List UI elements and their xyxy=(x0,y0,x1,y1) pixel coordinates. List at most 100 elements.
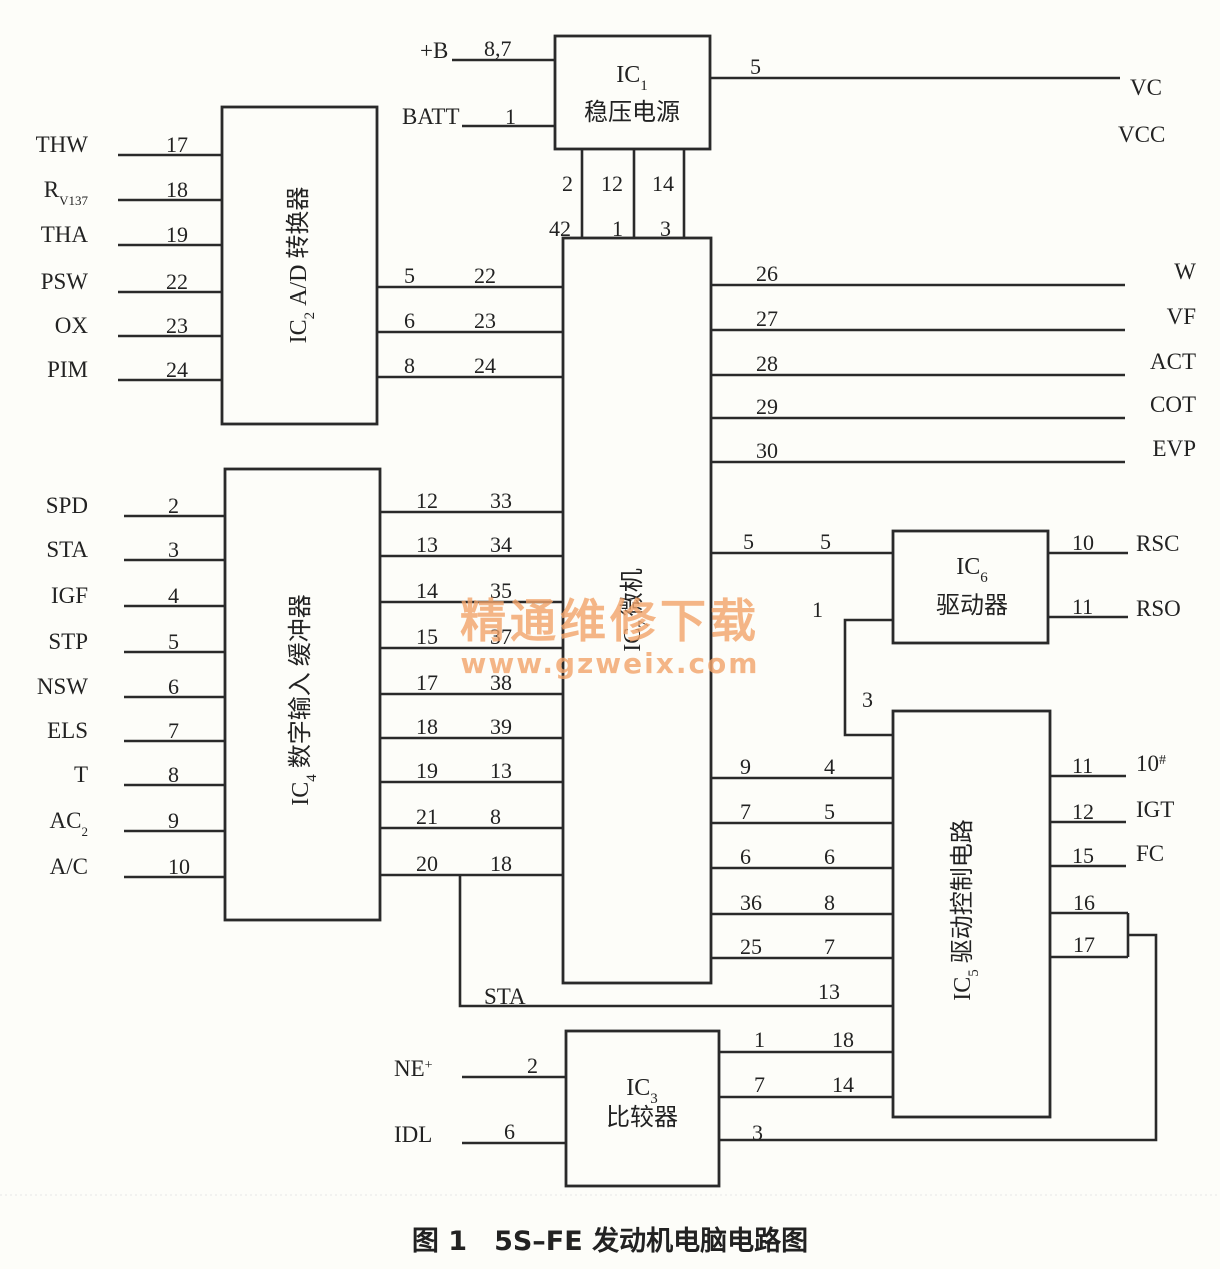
pin-label: 5 xyxy=(743,529,754,554)
signal-label: SPD xyxy=(46,493,88,518)
signal-label: +B xyxy=(420,38,448,63)
pin-label: 1 xyxy=(612,216,623,241)
pin-label: 7 xyxy=(168,718,179,743)
signal-label: 10# xyxy=(1136,751,1166,776)
signal-label: VCC xyxy=(1118,122,1165,147)
signal-label: VC xyxy=(1130,75,1162,100)
pin-label: 2 xyxy=(168,493,179,518)
signal-label: T xyxy=(74,762,88,787)
pin-label: 39 xyxy=(490,714,512,739)
pin-label: 6 xyxy=(824,844,835,869)
pin-label: 19 xyxy=(166,222,188,247)
pin-label: 15 xyxy=(1072,843,1094,868)
ic7-microcomputer: IC7微机 xyxy=(561,236,713,985)
pin-label: 6 xyxy=(404,308,415,333)
signal-label: NSW xyxy=(37,674,88,699)
signal-label: AC2 xyxy=(50,808,88,839)
pin-label: 27 xyxy=(756,306,778,331)
signal-label: ACT xyxy=(1150,349,1196,374)
pin-label: 8 xyxy=(490,804,501,829)
pin-label: 14 xyxy=(652,171,674,196)
pin-label: 8 xyxy=(168,762,179,787)
pin-label: 11 xyxy=(1072,594,1093,619)
signal-label: ELS xyxy=(47,718,88,743)
pin-label: 1 xyxy=(754,1027,765,1052)
pin-label: 19 xyxy=(416,758,438,783)
pin-label: 26 xyxy=(756,261,778,286)
signal-label: STA xyxy=(484,984,526,1009)
signal-label: RV137 xyxy=(44,177,89,208)
pin-label: 18 xyxy=(832,1027,854,1052)
ic4-label: IC4数字输入 缓冲器 xyxy=(287,594,320,806)
ic6-driver: IC6 驱动器 xyxy=(891,529,1050,645)
pin-label: 15 xyxy=(416,624,438,649)
ic2-ad-converter: IC2A/D 转换器 xyxy=(220,105,379,426)
pin-label: 5 xyxy=(750,54,761,79)
pin-label: 4 xyxy=(824,754,835,779)
pin-label: 24 xyxy=(166,357,188,382)
pin-label: 24 xyxy=(474,353,496,378)
signal-label: IGT xyxy=(1136,797,1174,822)
pin-label: 4 xyxy=(168,583,179,608)
pin-label: 13 xyxy=(818,979,840,1004)
pin-label: 22 xyxy=(166,269,188,294)
ic5-label: IC5驱动控制电路 xyxy=(949,819,982,1001)
pin-label: 5 xyxy=(824,799,835,824)
pin-label: 18 xyxy=(416,714,438,739)
signal-label: IGF xyxy=(51,583,88,608)
pin-label: 6 xyxy=(740,844,751,869)
pin-label: 10 xyxy=(1072,530,1094,555)
ic3-comparator: IC3 比较器 xyxy=(564,1029,721,1188)
figure-caption: 图 1 5S–FE 发动机电脑电路图 xyxy=(412,1225,808,1257)
signal-label: RSO xyxy=(1136,596,1181,621)
signal-label: THA xyxy=(41,222,89,247)
pin-label: 7 xyxy=(754,1072,765,1097)
pin-label: 17 xyxy=(166,132,188,157)
pin-label: 3 xyxy=(660,216,671,241)
watermark-title: 精通维修下载 xyxy=(460,594,760,648)
signal-label: COT xyxy=(1150,392,1196,417)
pin-label: 22 xyxy=(474,263,496,288)
pin-label: 23 xyxy=(166,313,188,338)
watermark-url: www.gzweix.com xyxy=(461,647,760,680)
pin-label: 9 xyxy=(740,754,751,779)
pin-label: 7 xyxy=(740,799,751,824)
pin-label: 38 xyxy=(490,670,512,695)
pin-label: 12 xyxy=(1072,799,1094,824)
pin-label: 23 xyxy=(474,308,496,333)
pin-label: 17 xyxy=(1073,932,1095,957)
pin-label: 6 xyxy=(504,1119,515,1144)
signal-label: STA xyxy=(46,537,88,562)
pin-label: 11 xyxy=(1072,753,1093,778)
pin-label: 7 xyxy=(824,934,835,959)
pin-label: 9 xyxy=(168,808,179,833)
pin-label: 35 xyxy=(490,578,512,603)
signal-label: STP xyxy=(48,629,88,654)
pin-label: 5 xyxy=(820,529,831,554)
pin-label: 21 xyxy=(416,804,438,829)
signal-label: PIM xyxy=(47,357,88,382)
ic7-label: IC7微机 xyxy=(619,568,652,652)
pin-label: 12 xyxy=(601,171,623,196)
ic4-input-buffer: IC4数字输入 缓冲器 xyxy=(223,467,382,922)
signal-label: FC xyxy=(1136,841,1164,866)
pin-label: 8,7 xyxy=(484,36,512,61)
pin-label: 5 xyxy=(404,263,415,288)
pin-label: 29 xyxy=(756,394,778,419)
pin-label: 1 xyxy=(812,597,823,622)
pin-label: 10 xyxy=(168,854,190,879)
ic5-output-group: 11 10# 12 IGT 15 FC xyxy=(1050,751,1174,868)
pin-label: 14 xyxy=(416,578,438,603)
signal-label: OX xyxy=(55,313,89,338)
pin-label: 28 xyxy=(756,351,778,376)
pin-label: 12 xyxy=(416,488,438,513)
pin-label: 16 xyxy=(1073,890,1095,915)
signal-label: NE+ xyxy=(394,1056,433,1081)
